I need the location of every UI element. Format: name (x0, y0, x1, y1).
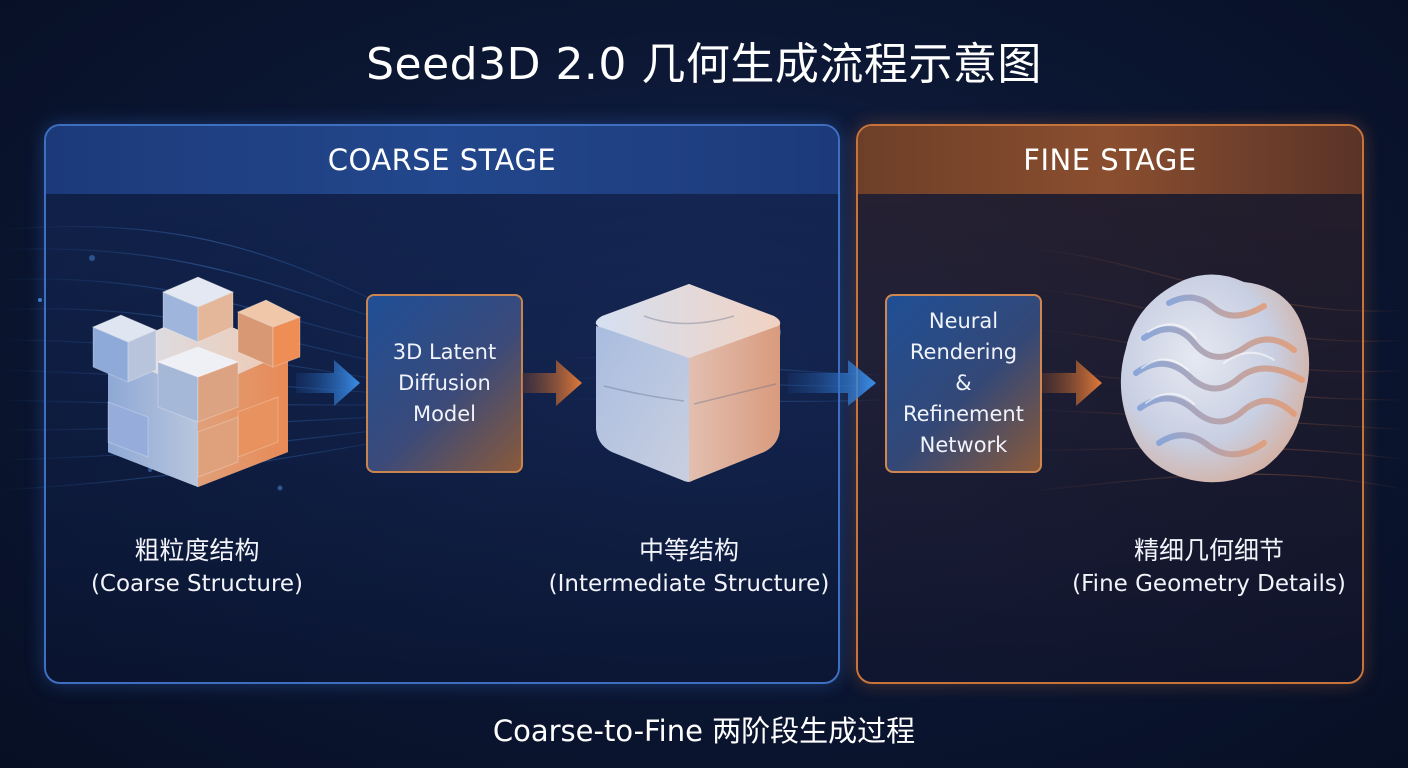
footer-caption: Coarse-to-Fine 两阶段生成过程 (492, 714, 916, 748)
arrow-right-icon (788, 360, 876, 406)
coarse-stage-header: COARSE STAGE (46, 126, 838, 194)
model-box-line: Refinement (903, 402, 1024, 426)
fine-geometry-en: (Fine Geometry Details) (1072, 571, 1346, 597)
neural-rendering-refinement-box: Neural Rendering & Refinement Network (885, 294, 1042, 473)
coarse-voxel-cube-icon (91, 276, 302, 487)
model-box-line: Model (412, 402, 477, 426)
intermediate-cube-icon (595, 284, 781, 482)
model-box-line: & (955, 371, 972, 395)
intermediate-structure-en: (Intermediate Structure) (548, 571, 830, 597)
model-box-line: Network (919, 433, 1008, 457)
intermediate-structure-label: 中等结构 (Intermediate Structure) (528, 534, 850, 600)
model-box-line: 3D Latent (392, 340, 497, 364)
arrow-right-icon (522, 360, 582, 406)
fine-geometry-label: 精细几何细节 (Fine Geometry Details) (1058, 534, 1360, 600)
arrow-right-icon (296, 360, 360, 406)
page-title: Seed3D 2.0 几何生成流程示意图 (366, 39, 1042, 90)
fine-stage-header: FINE STAGE (858, 126, 1362, 194)
coarse-structure-en: (Coarse Structure) (90, 571, 304, 597)
model-box-line: Neural (928, 309, 999, 333)
arrow-right-icon (1042, 360, 1102, 406)
fine-geometry-blob-icon (1120, 274, 1310, 483)
coarse-structure-label: 粗粒度结构 (Coarse Structure) (62, 534, 332, 600)
model-box-line: Rendering (909, 340, 1018, 364)
fine-geometry-zh: 精细几何细节 (1133, 536, 1284, 565)
intermediate-structure-zh: 中等结构 (638, 536, 739, 565)
latent-diffusion-model-box: 3D Latent Diffusion Model (366, 294, 523, 473)
coarse-structure-zh: 粗粒度结构 (134, 536, 260, 565)
model-box-line: Diffusion (398, 371, 491, 395)
